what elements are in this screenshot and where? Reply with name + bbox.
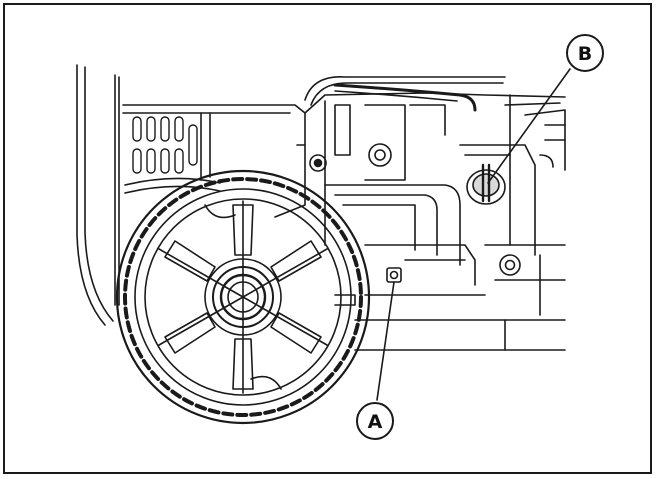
callout-a: A (356, 281, 395, 440)
bolt-right (499, 254, 521, 276)
callout-b-label: B (578, 43, 592, 65)
wheel-hub (204, 258, 282, 336)
bolt-upper (368, 143, 392, 167)
engine-body (304, 76, 566, 351)
diagram-frame: A B (3, 3, 652, 474)
muffler-shroud (122, 104, 306, 218)
drain-plug (386, 267, 402, 283)
wheel (115, 169, 371, 425)
bolt-left (309, 154, 327, 172)
oil-fill-cap (466, 163, 506, 205)
generator-drawing: A B (76, 34, 604, 440)
frame-casing (76, 64, 120, 326)
callout-b: B (487, 34, 604, 184)
wheel-spokes (158, 200, 328, 394)
vent-slots (132, 116, 198, 174)
callout-a-label: A (368, 411, 383, 433)
